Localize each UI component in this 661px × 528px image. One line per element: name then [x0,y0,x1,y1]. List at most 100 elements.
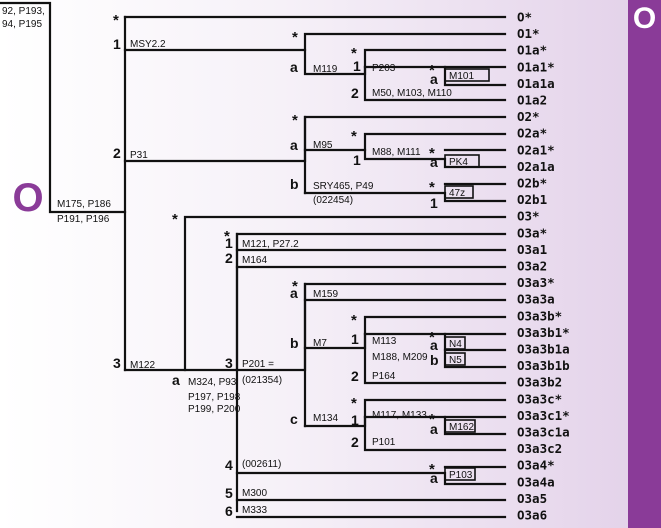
haplogroup-label: O2b1 [517,192,547,207]
snps-o3a4: (002611) [242,459,281,470]
snps-o3a3a: M159 [313,289,338,300]
star-o1: * [292,29,298,46]
snps-o2a1a: PK4 [449,157,468,168]
edge-o1a2 [363,65,507,102]
snps-o2a1: M88, M111 [372,147,421,158]
code-o3a4a: a [430,470,438,486]
haplogroup-label: O2a* [517,126,547,141]
star-o3a: * [224,228,230,245]
snps-o3a3b: M7 [313,338,327,349]
snps-o3a3b1: M113 [372,336,397,347]
box-o3a4a [444,467,476,481]
code-o3a5: 5 [225,485,233,501]
star-o3a3b1: * [429,329,435,346]
haplogroup-label: O3a3b* [517,308,562,323]
star-o3a3c: * [351,395,357,412]
star-o3a3: * [292,278,298,295]
box-o3a3c1a [444,419,476,433]
haplogroup-label: O3a1 [517,242,547,257]
haplogroup-label: O3a3c1* [517,408,570,423]
snps-o1: MSY2.2 [130,39,166,50]
haplogroup-label: O3a4a [517,474,555,489]
haplogroup-label: O3a3a [517,292,555,307]
box-o2a1a [444,154,480,168]
snps-o3a3-2: (021354) [242,375,282,386]
haplogroup-label: O1a* [517,43,547,58]
edge-o3a3c2 [363,415,507,452]
phylogenetic-tree: O*O1*O1a*O1a1*O1a1aO1a2O2*O2a*O2a1*O2a1a… [0,1,570,523]
edge-o2a [303,132,507,152]
star-o2a: * [351,128,357,145]
star-o3a4: * [429,461,435,478]
star-o2a1: * [429,145,435,162]
code-o2: 2 [113,145,121,161]
snps-o3a6: M333 [242,505,267,516]
edge-o1 [123,32,507,52]
band-label: O [632,2,657,35]
edge-root [0,1,127,214]
star-o2: * [292,112,298,129]
snps-o3a5: M300 [242,488,267,499]
snps-o2: P31 [130,150,148,161]
code-o3a3b1: 1 [351,331,359,347]
haplogroup-label: O3a3b1* [517,325,570,340]
code-o3a1: 1 [225,235,233,251]
code-o3a3b1b: b [430,352,439,368]
snps-o3a-3: P199, P200 [188,404,241,415]
code-o2b: b [290,176,299,192]
snps-o1a: M119 [313,64,338,75]
box-o3a3b1b [444,352,466,366]
root-label: O [12,176,44,220]
snps-o2b: SRY465, P49 [313,181,374,192]
haplogroup-label: O3a3* [517,275,555,290]
snps-o3a3c1: M117, M133 [372,410,427,421]
code-o3a4: 4 [225,457,233,473]
snps-o3a1: M121, P27.2 [242,239,299,250]
code-o3a3b: b [290,335,299,351]
star-o: * [113,12,119,29]
star-o2b: * [429,179,435,196]
haplogroup-label: O3a4* [517,458,555,473]
haplogroup-label: O1a1a [517,76,555,91]
code-o1: 1 [113,36,121,52]
code-o3a3: 3 [225,355,233,371]
code-o3a3a: a [290,285,298,301]
star-o3a3c1: * [429,411,435,428]
haplogroup-label: O3a3c2 [517,441,562,456]
haplogroup-label: O3a* [517,225,547,240]
root-top-snps-1: 92, P193, [2,6,45,17]
haplogroup-label: O2a1* [517,142,555,157]
haplogroup-label: O3* [517,209,540,224]
code-o3a3c2: 2 [351,434,359,450]
root-top-snps-2: 94, P195 [2,19,42,30]
haplogroup-labels: O*O1*O1a*O1a1*O1a1aO1a2O2*O2a*O2a1*O2a1a… [517,10,570,523]
haplogroup-label: O1a2 [517,93,547,108]
snps-o1a2: M50, M103, M110 [372,88,452,99]
root-snps-1: M175, P186 [57,199,111,210]
code-o3a6: 6 [225,503,233,519]
haplogroup-label: O2a1a [517,159,555,174]
snps-o1a1: P203 [372,63,396,74]
haplogroup-label: O3a3c* [517,391,562,406]
haplogroup-label: O2* [517,109,540,124]
haplogroup-label: O3a3b1a [517,342,570,357]
edge-o3a3c [303,398,507,428]
code-o3a2: 2 [225,250,233,266]
snps-o3a3c2: P101 [372,437,396,448]
snps-o3a3b1a: N4 [449,339,462,350]
snps-o2b1: 47z [449,188,465,199]
edge-o3 [123,215,507,372]
snps-o3a-2: P197, P198 [188,392,241,403]
star-o1a: * [351,45,357,62]
snps-o3a3b1b: N5 [449,355,462,366]
haplogroup-label: O3a5 [517,491,547,506]
snps-o3a3c1a: M162 [449,422,474,433]
haplogroup-label: O3a2 [517,259,547,274]
code-o3a3c1: 1 [351,412,359,428]
snps-o2b-2: (022454) [313,195,353,206]
code-o1a1: 1 [353,58,361,74]
root-snps-2: P191, P196 [57,214,110,225]
haplogroup-label: O1* [517,26,540,41]
snps-o3a3: P201 = [242,359,274,370]
code-o3: 3 [113,355,121,371]
